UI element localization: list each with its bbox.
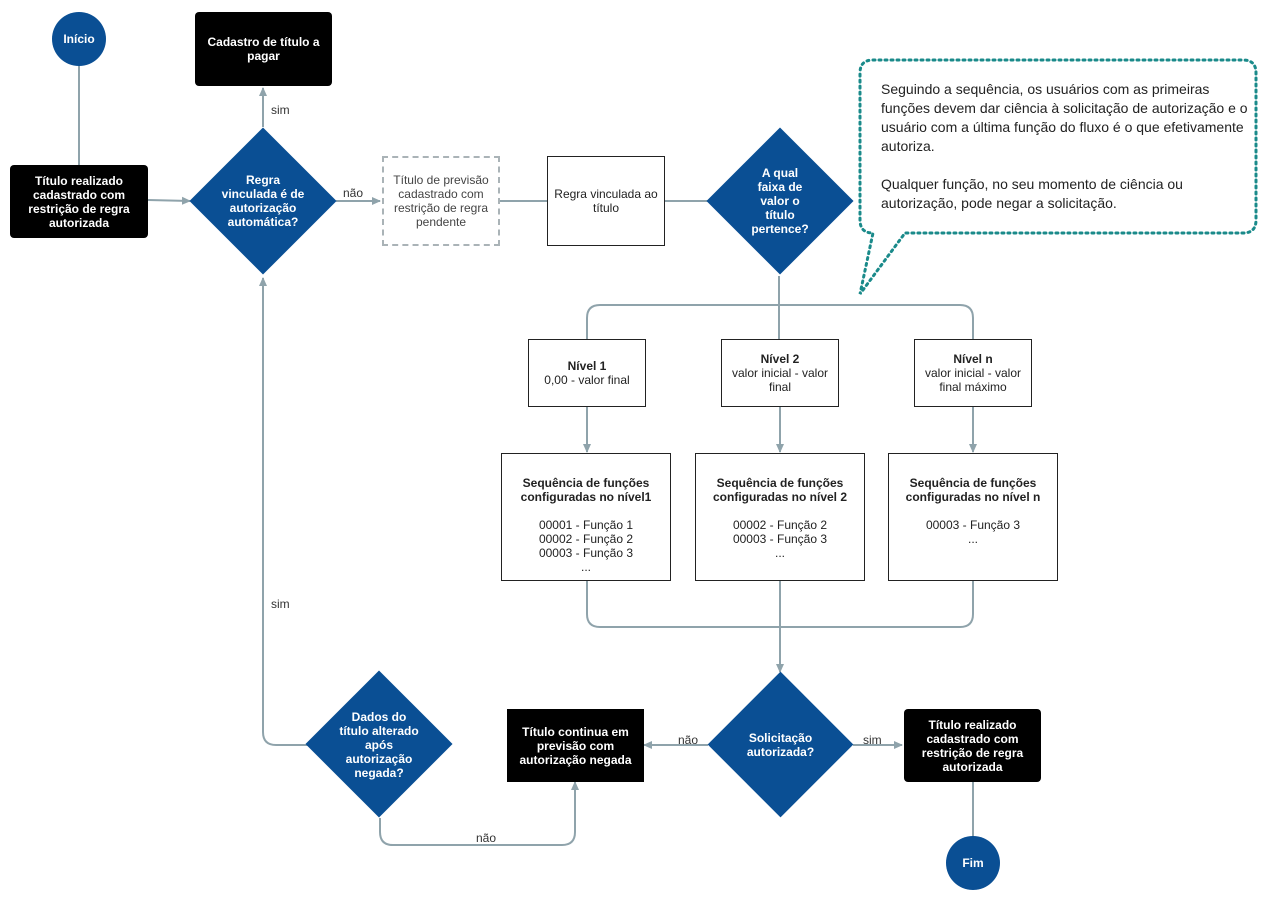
- level-1-range: 0,00 - valor final: [544, 373, 630, 387]
- sequence-1-box: Sequência de funções configuradas no nív…: [501, 453, 671, 581]
- start-node: Início: [52, 12, 106, 66]
- sequence-2-box: Sequência de funções configuradas no nív…: [695, 453, 865, 581]
- edge-title-to-decision: [147, 196, 191, 205]
- explanation-note: Seguindo a sequência, os usuários com as…: [881, 80, 1251, 232]
- authorized-decision: Solicitação autorizada?: [707, 671, 854, 818]
- data-changed-decision: Dados do título alterado após autorizaçã…: [305, 670, 453, 818]
- sequence-2-item: 00002 - Função 2: [732, 518, 828, 532]
- edge-seqs-merge: [586, 581, 974, 672]
- sequence-n-item: 00003 - Função 3: [925, 518, 1021, 532]
- callout-bubble: [858, 58, 1258, 295]
- edge-range-split: [586, 276, 974, 339]
- sequence-2-item: 00003 - Função 3: [732, 532, 828, 546]
- value-range-decision: A qual faixa de valor o título pertence?: [706, 127, 854, 275]
- label-no-changed: não: [476, 831, 497, 845]
- denied-forecast-box: Título continua em previsão com autoriza…: [507, 709, 644, 782]
- sequence-1-title: Sequência de funções configuradas no nív…: [520, 476, 652, 504]
- level-n-name: Nível n: [953, 352, 993, 366]
- sequence-1-item: 00001 - Função 1: [538, 518, 634, 532]
- level-2-name: Nível 2: [760, 352, 800, 366]
- sequence-2-item: ...: [774, 546, 785, 560]
- note-paragraph-1: Seguindo a sequência, os usuários com as…: [881, 81, 1248, 154]
- edge-changed-no: [379, 781, 579, 846]
- label-no-authorized: não: [678, 733, 699, 747]
- sequence-n-item: ...: [967, 532, 978, 546]
- level-1-box: Nível 1 0,00 - valor final: [528, 339, 646, 407]
- edge-changed-yes: [259, 277, 308, 746]
- sequence-n-box: Sequência de funções configuradas no nív…: [888, 453, 1058, 581]
- level-n-box: Nível n valor inicial - valor final máxi…: [914, 339, 1032, 407]
- rule-linked-box: Regra vinculada ao título: [547, 156, 665, 246]
- authorized-text: Solicitação autorizada?: [746, 731, 815, 759]
- end-node: Fim: [946, 836, 1000, 890]
- title-registered-box: Título realizado cadastrado com restriçã…: [10, 165, 148, 238]
- level-2-range: valor inicial - valor final: [731, 366, 829, 394]
- sequence-n-title: Sequência de funções configuradas no nív…: [905, 476, 1041, 504]
- level-1-name: Nível 1: [567, 359, 607, 373]
- level-n-range: valor inicial - valor final máximo: [924, 366, 1022, 394]
- auto-authorization-text: Regra vinculada é de autorização automát…: [221, 173, 305, 229]
- sequence-2-title: Sequência de funções configuradas no nív…: [712, 476, 848, 504]
- data-changed-text: Dados do título alterado após autorizaçã…: [339, 709, 419, 780]
- label-yes-changed: sim: [271, 597, 290, 611]
- sequence-1-item: ...: [580, 560, 591, 574]
- label-yes-authorized: sim: [863, 733, 882, 747]
- level-2-box: Nível 2 valor inicial - valor final: [721, 339, 839, 407]
- title-registered-final-box: Título realizado cadastrado com restriçã…: [904, 709, 1041, 782]
- label-yes-top: sim: [271, 103, 290, 117]
- note-paragraph-2: Qualquer função, no seu momento de ciênc…: [881, 176, 1183, 211]
- auto-authorization-decision: Regra vinculada é de autorização automát…: [189, 127, 337, 275]
- sequence-1-item: 00003 - Função 3: [538, 546, 634, 560]
- payable-registration-box: Cadastro de título a pagar: [195, 12, 332, 86]
- label-no-top: não: [343, 186, 364, 200]
- sequence-1-item: 00002 - Função 2: [538, 532, 634, 546]
- pending-forecast-box: Título de previsão cadastrado com restri…: [382, 156, 500, 246]
- value-range-text: A qual faixa de valor o título pertence?: [751, 166, 809, 236]
